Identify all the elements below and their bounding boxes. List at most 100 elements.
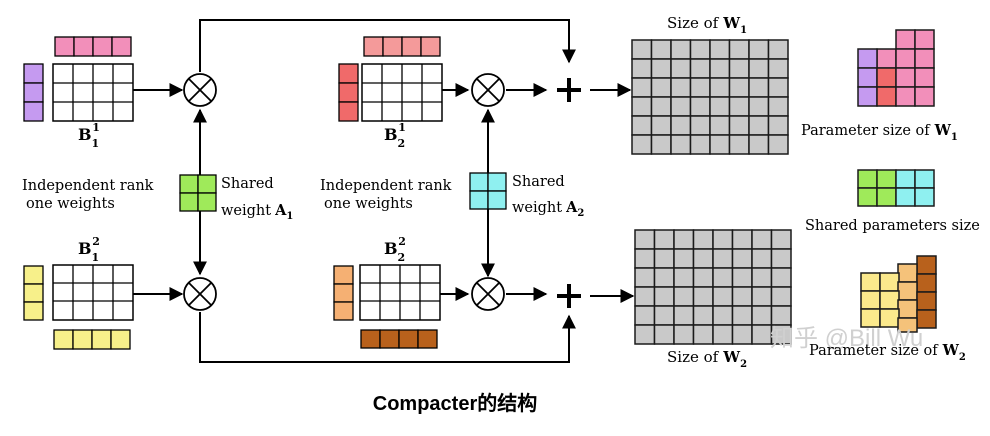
matrix-cell <box>709 39 731 60</box>
kronecker-operator-1 <box>183 73 217 107</box>
b21-row-vector <box>53 329 131 350</box>
matrix-cell <box>692 324 714 345</box>
matrix-cell <box>712 267 734 288</box>
connection-wires <box>133 19 635 363</box>
matrix-cell <box>709 134 731 155</box>
matrix-cell <box>631 115 653 136</box>
matrix-cell <box>650 115 672 136</box>
matrix-cell <box>673 267 695 288</box>
matrix-cell <box>731 229 753 250</box>
matrix-cell <box>751 229 773 250</box>
matrix-cell <box>731 267 753 288</box>
matrix-cell <box>770 305 792 326</box>
matrix-cell <box>653 248 675 269</box>
matrix-cell <box>689 39 711 60</box>
matrix-cell <box>689 134 711 155</box>
w1-matrix <box>631 39 789 155</box>
matrix-cell <box>634 248 656 269</box>
shared-parameter-blocks <box>857 169 935 207</box>
matrix-cell <box>689 115 711 136</box>
w1-parameter-blocks <box>857 29 935 107</box>
b22-column-vector <box>333 265 354 321</box>
matrix-cell <box>748 58 770 79</box>
sum-operator-2 <box>557 284 581 308</box>
matrix-cell <box>748 134 770 155</box>
shared-parameters-size-label: Shared parameters size <box>805 218 980 234</box>
caption: Compacter的结构 <box>373 391 537 415</box>
matrix-cell <box>728 39 750 60</box>
matrix-cell <box>670 39 692 60</box>
matrix-cell <box>692 229 714 250</box>
matrix-cell <box>731 305 753 326</box>
b11-label: B11 <box>78 121 100 150</box>
matrix-cell <box>770 229 792 250</box>
matrix-cell <box>670 58 692 79</box>
matrix-cell <box>728 96 750 117</box>
matrix-cell <box>634 286 656 307</box>
matrix-cell <box>673 229 695 250</box>
matrix-cell <box>692 248 714 269</box>
matrix-cell <box>712 248 734 269</box>
matrix-cell <box>728 134 750 155</box>
matrix-cell <box>731 248 753 269</box>
matrix-cell <box>634 229 656 250</box>
independent-weights-label-1: Independent rank one weights <box>22 178 158 212</box>
matrix-cell <box>767 58 789 79</box>
matrix-cell <box>770 267 792 288</box>
matrix-cell <box>728 115 750 136</box>
matrix-cell <box>712 229 734 250</box>
matrix-cell <box>770 248 792 269</box>
b22-label: B22 <box>384 235 406 264</box>
matrix-cell <box>634 267 656 288</box>
matrix-cell <box>631 58 653 79</box>
matrix-cell <box>712 324 734 345</box>
independent-weights-label-2: Independent rank one weights <box>320 178 456 212</box>
b22-row-vector <box>360 329 438 349</box>
shared-a2-matrix <box>469 172 507 210</box>
b22-matrix <box>359 264 441 321</box>
matrix-cell <box>751 248 773 269</box>
matrix-cell <box>650 39 672 60</box>
matrix-cell <box>670 96 692 117</box>
matrix-cell <box>631 77 653 98</box>
matrix-cell <box>748 39 770 60</box>
b12-label: B21 <box>384 121 406 150</box>
matrix-cell <box>673 324 695 345</box>
matrix-cell <box>748 77 770 98</box>
matrix-cell <box>709 115 731 136</box>
matrix-cell <box>670 77 692 98</box>
matrix-cell <box>650 134 672 155</box>
matrix-cell <box>731 324 753 345</box>
matrix-cell <box>650 96 672 117</box>
matrix-cell <box>653 324 675 345</box>
b21-matrix <box>52 264 134 321</box>
matrix-cell <box>631 96 653 117</box>
matrix-cell <box>653 286 675 307</box>
matrix-cell <box>650 77 672 98</box>
matrix-cell <box>709 96 731 117</box>
matrix-cell <box>634 305 656 326</box>
shared-a1-matrix <box>179 174 217 212</box>
kronecker-operator-4 <box>471 277 505 311</box>
b21-label: B12 <box>78 235 100 264</box>
matrix-cell <box>751 267 773 288</box>
b11-matrix <box>52 63 134 122</box>
b12-matrix <box>361 63 443 122</box>
kronecker-operator-3 <box>183 277 217 311</box>
matrix-cell <box>748 115 770 136</box>
matrix-cell <box>709 58 731 79</box>
matrix-cell <box>634 324 656 345</box>
matrix-cell <box>767 115 789 136</box>
matrix-cell <box>748 96 770 117</box>
b21-column-vector <box>23 265 44 321</box>
matrix-cell <box>767 77 789 98</box>
w2-parameter-blocks <box>860 255 937 333</box>
matrix-cell <box>770 324 792 345</box>
w2-matrix <box>634 229 792 345</box>
matrix-cell <box>673 248 695 269</box>
